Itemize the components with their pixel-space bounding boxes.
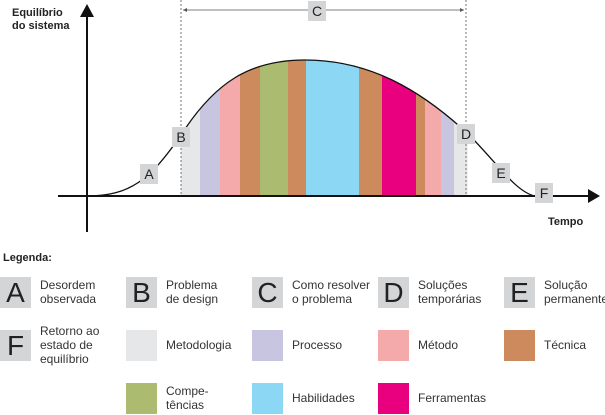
legend-b-swatch: B [126,277,157,308]
stripe-competencias [260,60,289,196]
legend-c-swatch: C [252,277,283,308]
marker-f: F [535,183,553,203]
stripe-metodologia [181,60,201,196]
legend-tecnica-label: Técnica [544,338,587,352]
legend-metodologia-label: Metodologia [166,338,232,352]
stripe-metodologia [454,60,468,196]
legend-tecnica-swatch [504,330,535,361]
legend-e-swatch: E [504,277,535,308]
stripe-processo [200,60,221,196]
stripe-habilidades [306,60,360,196]
marker-e: E [492,163,510,183]
legend-ferramentas-swatch [378,383,409,414]
legend-competencias-swatch [126,383,157,414]
marker-d: D [457,124,475,144]
y-axis-arrow-icon [80,4,94,17]
x-axis-label: Tempo [548,216,584,228]
legend-d-swatch: D [378,277,409,308]
stripe-tecnica [240,60,261,196]
legend-habilidades-label: Habilidades [292,391,355,405]
legend-competencias-label: Compe-tências [166,384,209,412]
stripe-metodo [425,60,442,196]
legend-processo-swatch [252,330,283,361]
legend-metodo-label: Método [418,338,459,352]
x-axis-arrow-icon [588,189,600,203]
legend-habilidades-swatch [252,383,283,414]
legend-a-swatch: A [0,277,31,308]
stripe-group [181,60,468,196]
marker-b: B [172,127,190,147]
legend-ferramentas-label: Ferramentas [418,391,487,405]
stripe-tecnica [359,60,383,196]
stripe-tecnica [416,60,426,196]
legend-title: Legenda: [3,252,52,264]
legend-metodologia-swatch [126,330,157,361]
legend-processo-label: Processo [292,338,343,352]
stripe-ferramentas [382,60,417,196]
stripe-tecnica [288,60,307,196]
marker-c: C [308,1,326,21]
legend-f-swatch: F [0,330,31,361]
stripe-metodo [220,60,241,196]
stripe-processo [441,60,455,196]
marker-a: A [140,164,158,184]
legend-metodo-swatch [378,330,409,361]
